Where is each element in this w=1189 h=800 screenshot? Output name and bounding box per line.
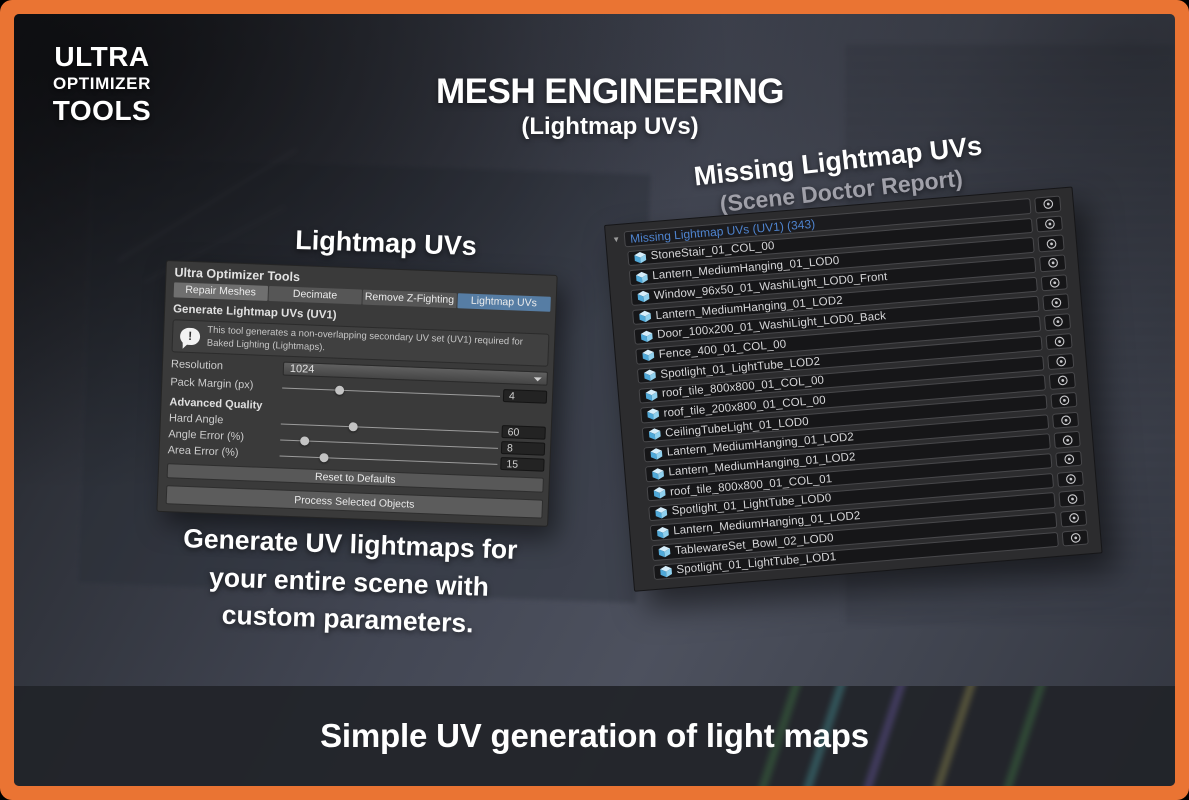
locate-target-icon[interactable] <box>1043 313 1072 331</box>
resolution-label: Resolution <box>170 358 224 373</box>
mesh-cube-icon <box>660 565 673 578</box>
tab-decimate[interactable]: Decimate <box>268 285 363 305</box>
list-item[interactable]: CeilingTubeLight_01_LOD0 <box>641 391 1078 443</box>
brand-line-3: TOOLS <box>52 94 152 126</box>
mesh-cube-icon <box>658 546 671 558</box>
list-item[interactable]: Spotlight_01_LightTube_LOD1 <box>653 529 1089 581</box>
list-item[interactable]: TablewareSet_Bowl_02_LOD0 <box>651 509 1088 561</box>
section-label: Generate Lightmap UVs (UV1) <box>172 303 337 322</box>
locate-target-icon[interactable] <box>1061 529 1089 547</box>
list-item[interactable]: Lantern_MediumHanging_01_LOD2 <box>632 274 1068 326</box>
mesh-cube-icon <box>645 389 658 401</box>
mesh-cube-icon <box>653 487 666 499</box>
mesh-cube-icon <box>647 408 660 421</box>
mesh-cube-icon <box>637 291 650 303</box>
area-error-slider[interactable] <box>279 453 498 465</box>
slider-knob[interactable] <box>318 453 329 463</box>
brand-line-2: OPTIMIZER <box>53 73 151 93</box>
locate-target-icon[interactable] <box>1056 470 1084 488</box>
footer-bar: Simple UV generation of light maps <box>14 686 1175 786</box>
mesh-cube-icon <box>652 467 664 480</box>
page-subtitle: (Lightmap UVs) <box>521 113 699 140</box>
locate-target-icon[interactable] <box>1047 352 1075 371</box>
page-title: MESH ENGINEERING <box>436 72 784 111</box>
locate-target-icon[interactable] <box>1042 293 1070 312</box>
slider-knob[interactable] <box>299 436 310 446</box>
dropdown-arrow-icon <box>533 377 542 382</box>
mesh-cube-icon <box>650 448 663 460</box>
list-item[interactable]: Lantern_MediumHanging_01_LOD2 <box>649 489 1086 542</box>
help-text: This tool generates a non-overlapping se… <box>206 324 524 353</box>
mesh-cube-icon <box>648 428 661 440</box>
locate-target-icon[interactable] <box>1053 430 1081 449</box>
tab-lightmap-uvs[interactable]: Lightmap UVs <box>456 293 551 312</box>
missing-lightmap-uv-panel: ▼ Missing Lightmap UVs (UV1) (343) Stone… <box>604 186 1103 592</box>
info-bubble-icon: ! <box>179 327 201 346</box>
slider-knob[interactable] <box>334 385 344 395</box>
list-item[interactable]: roof_tile_800x800_01_COL_00 <box>638 352 1075 404</box>
list-item[interactable]: Spotlight_01_LightTube_LOD2 <box>636 332 1073 385</box>
mesh-cube-icon <box>636 271 648 283</box>
pack-margin-slider[interactable] <box>282 385 501 397</box>
tab-remove-z-fighting[interactable]: Remove Z-Fighting <box>362 289 457 309</box>
locate-target-icon[interactable] <box>1050 391 1078 410</box>
locate-target-icon[interactable] <box>1058 489 1086 508</box>
angle-error-slider[interactable] <box>280 436 499 449</box>
angle-error-label: Angle Error (%) <box>168 428 245 444</box>
hard-angle-slider[interactable] <box>280 422 499 433</box>
ultra-optimizer-tools-panel: Ultra Optimizer Tools Repair Meshes Deci… <box>156 260 558 527</box>
list-item[interactable]: Fence_400_01_COL_00 <box>635 313 1072 365</box>
mesh-cube-icon <box>656 526 669 538</box>
tab-repair-meshes[interactable]: Repair Meshes <box>173 282 268 301</box>
locate-target-icon[interactable] <box>1040 274 1068 292</box>
mesh-cube-icon <box>640 330 653 342</box>
list-item[interactable]: roof_tile_200x800_01_COL_00 <box>640 372 1076 424</box>
list-header-row[interactable]: ▼ Missing Lightmap UVs (UV1) (343) <box>612 195 1062 248</box>
locate-target-icon[interactable] <box>1051 411 1080 429</box>
pack-margin-value[interactable]: 4 <box>502 389 548 404</box>
list-item[interactable]: Window_96x50_01_WashiLight_LOD0_Front <box>630 254 1067 306</box>
resolution-value: 1024 <box>289 362 315 376</box>
advanced-quality-label: Advanced Quality <box>169 396 263 412</box>
slider-knob[interactable] <box>348 422 358 432</box>
brand-logo: ULTRA OPTIMIZER TOOLS <box>40 41 164 127</box>
locate-target-icon[interactable] <box>1055 450 1083 469</box>
list-item[interactable]: Door_100x200_01_WashiLight_LOD0_Back <box>633 293 1070 345</box>
pack-margin-label: Pack Margin (px) <box>170 376 254 392</box>
panel-title: Ultra Optimizer Tools <box>174 265 301 285</box>
list-item[interactable]: Lantern_MediumHanging_01_LOD0 <box>628 234 1065 286</box>
list-item[interactable]: Spotlight_01_LightTube_LOD0 <box>648 470 1084 522</box>
mesh-cube-icon <box>634 251 647 264</box>
locate-target-icon[interactable] <box>1037 234 1065 253</box>
hard-angle-label: Hard Angle <box>168 412 224 427</box>
brand-line-1: ULTRA <box>54 41 150 72</box>
mesh-cube-icon <box>644 369 656 381</box>
locate-target-icon[interactable] <box>1048 372 1076 390</box>
locate-target-icon[interactable] <box>1039 254 1067 272</box>
list-item[interactable]: Lantern_MediumHanging_01_LOD2 <box>643 411 1080 463</box>
page-title-block: MESH ENGINEERING (Lightmap UVs) <box>385 72 835 141</box>
locate-target-icon[interactable] <box>1035 215 1064 233</box>
list-item[interactable]: StoneStair_01_COL_00 <box>627 215 1064 267</box>
background-canvas: ULTRA OPTIMIZER TOOLS MESH ENGINEERING (… <box>14 14 1175 786</box>
area-error-label: Area Error (%) <box>167 444 239 459</box>
list-item[interactable]: Lantern_MediumHanging_01_LOD2 <box>644 430 1081 483</box>
area-error-value[interactable]: 15 <box>500 456 545 472</box>
hard-angle-value[interactable]: 60 <box>501 425 546 440</box>
left-section-caption: Generate UV lightmaps for your entire sc… <box>182 523 518 639</box>
footer-caption: Simple UV generation of light maps <box>320 717 869 754</box>
mesh-cube-icon <box>642 350 655 362</box>
locate-target-icon[interactable] <box>1045 332 1073 351</box>
locate-target-icon[interactable] <box>1060 509 1088 528</box>
list-item[interactable]: roof_tile_800x800_01_COL_01 <box>646 450 1083 502</box>
locate-target-icon[interactable] <box>1034 195 1062 214</box>
mesh-cube-icon <box>639 310 652 323</box>
mesh-cube-icon <box>655 506 668 519</box>
angle-error-value[interactable]: 8 <box>500 441 546 456</box>
